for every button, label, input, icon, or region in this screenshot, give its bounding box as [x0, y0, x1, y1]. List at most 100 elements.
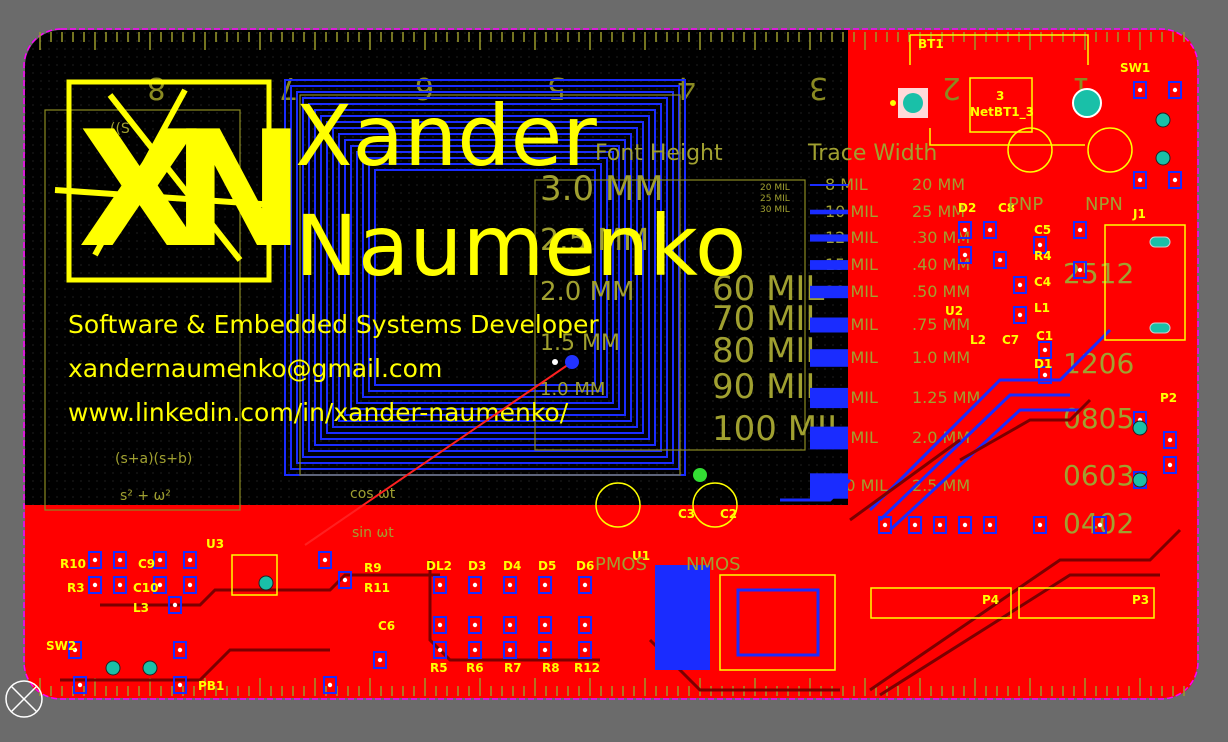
component-label-3: 3 — [996, 89, 1004, 103]
component-label-u1: U1 — [632, 549, 650, 563]
via-dot — [472, 582, 478, 588]
mil-size-row: 80 MIL — [712, 331, 824, 371]
smd-pad — [168, 596, 182, 614]
smd-pad — [1168, 81, 1182, 99]
via-dot — [472, 647, 478, 653]
component-label-r4: R4 — [1034, 249, 1052, 263]
smd-pad — [468, 616, 482, 634]
via-green[interactable] — [693, 468, 707, 482]
component-label-r7: R7 — [504, 661, 522, 675]
smd-pad — [1133, 171, 1147, 189]
via-dot — [962, 522, 968, 528]
package-size-label: 0603 — [1063, 459, 1134, 492]
trace-bar — [810, 209, 848, 215]
component-label-r6: R6 — [466, 661, 484, 675]
svg-text:((S: ((S — [110, 121, 130, 137]
via-blue[interactable] — [565, 355, 579, 369]
via-dot — [507, 582, 513, 588]
mil-size-row: 60 MIL — [712, 269, 824, 309]
via-dot — [507, 647, 513, 653]
small-size-row: 20 MIL — [760, 183, 790, 193]
via-dot — [157, 557, 163, 563]
via-dot — [507, 622, 513, 628]
via-dot — [1097, 522, 1103, 528]
via-dot — [1017, 282, 1023, 288]
via-dot — [937, 522, 943, 528]
component-label-r12: R12 — [574, 661, 600, 675]
smd-pad — [578, 641, 592, 659]
smd-pad — [993, 251, 1007, 269]
via-dot — [997, 257, 1003, 263]
small-size-row: 25 MIL — [760, 194, 790, 204]
via-dot — [1167, 437, 1173, 443]
smd-pad — [433, 641, 447, 659]
transistor-label-nmos: NMOS — [686, 554, 741, 575]
smd-pad — [933, 516, 947, 534]
spiral-turn — [374, 169, 596, 386]
via-small[interactable] — [552, 359, 558, 365]
spiral-turn — [308, 103, 662, 452]
component-label-d6: D6 — [576, 559, 594, 573]
smd-pad — [73, 676, 87, 694]
board-edge-cut — [23, 28, 1199, 700]
spiral-turn — [356, 151, 614, 404]
component-label-sw1: SW1 — [1120, 61, 1150, 75]
via-dot — [72, 647, 78, 653]
component-label-bt1: BT1 — [918, 37, 944, 51]
spiral-turn — [344, 139, 626, 416]
via-dot — [187, 557, 193, 563]
smd-pad — [983, 516, 997, 534]
via-dot — [962, 227, 968, 233]
via-dot — [437, 582, 443, 588]
via-dot — [472, 622, 478, 628]
small-size-row: 30 MIL — [760, 205, 790, 215]
trace-bar — [810, 349, 848, 367]
component-label-p3: P3 — [1132, 593, 1149, 607]
font-height-row: 2.5 MM — [540, 223, 649, 258]
component-label-c4: C4 — [1034, 275, 1051, 289]
font-height-header: Font Height — [595, 141, 723, 166]
name-last: Naumenko — [295, 197, 746, 295]
ruler-number: 5 — [547, 70, 566, 105]
font-height-row: 2.0 MM — [540, 277, 634, 307]
font-height-row: 1.0 MM — [540, 379, 605, 400]
via-dot — [1077, 227, 1083, 233]
smd-pad — [578, 616, 592, 634]
via-dot — [962, 252, 968, 258]
smd-pad — [538, 641, 552, 659]
component-label-p2: P2 — [1160, 391, 1177, 405]
via-dot — [1037, 522, 1043, 528]
smd-pad — [1013, 276, 1027, 294]
component-label-netbt1_3: NetBT1_3 — [970, 105, 1034, 120]
component-label-sw2: SW2 — [46, 639, 76, 653]
via-dot — [987, 227, 993, 233]
math-fraction-2: s² + ω² — [120, 488, 171, 504]
bottom-traces — [780, 328, 1112, 532]
component-label-d2: D2 — [958, 201, 976, 215]
component-label-d3: D3 — [468, 559, 486, 573]
trace-bar — [810, 317, 848, 333]
ruler-number: 8 — [147, 70, 166, 105]
via-dot — [987, 522, 993, 528]
component-label-d1: D1 — [1034, 357, 1052, 371]
trace-mm-row: .40 MM — [912, 255, 970, 274]
via-dot — [327, 682, 333, 688]
battery-pads[interactable] — [890, 88, 1102, 118]
antenna-spiral — [284, 79, 686, 476]
via-dot — [177, 647, 183, 653]
silkscreen-outlines — [44, 94, 806, 511]
component-label-c5: C5 — [1034, 223, 1051, 237]
via-dot — [1137, 177, 1143, 183]
component-label-r10: R10 — [60, 557, 86, 571]
via-dot — [582, 622, 588, 628]
transistor-label-pnp: PNP — [1008, 194, 1043, 215]
smd-pad — [373, 651, 387, 669]
component-label-r5: R5 — [430, 661, 448, 675]
component-label-d4: D4 — [503, 559, 521, 573]
smd-pad — [1073, 221, 1087, 239]
transistor-label-npn: NPN — [1085, 194, 1123, 215]
mil-size-row: 90 MIL — [712, 367, 824, 407]
